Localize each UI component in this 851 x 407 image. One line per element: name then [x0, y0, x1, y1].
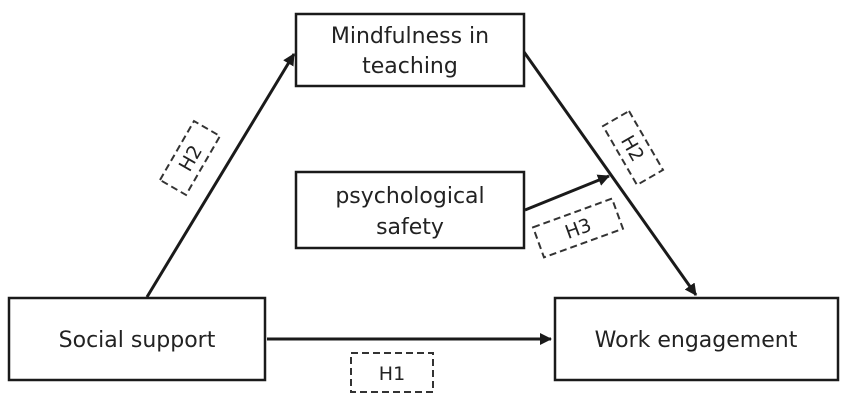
- arrow-mindfulness-to-engagement: [522, 51, 698, 296]
- work-engagement-label: Work engagement: [595, 328, 798, 353]
- social-support-label: Social support: [59, 328, 216, 353]
- mindfulness-label-line2: teaching: [362, 54, 458, 79]
- hypothesis-label-h2-right: H2: [601, 109, 665, 187]
- h1-text: H1: [379, 363, 405, 385]
- safety-label-line2: safety: [376, 215, 444, 240]
- safety-label-line1: psychological: [335, 184, 484, 209]
- arrow-social-to-mindfulness: [145, 53, 296, 298]
- arrow-safety-to-mediation-path: [524, 174, 610, 212]
- hypothesis-label-h2-left: H2: [158, 119, 222, 197]
- mindfulness-label-line1: Mindfulness in: [331, 24, 489, 49]
- hypothesis-label-h1: H1: [350, 352, 434, 393]
- hypothesis-label-h3: H3: [531, 197, 625, 259]
- node-social-support: Social support: [7, 296, 267, 382]
- node-psychological-safety: psychological safety: [294, 170, 526, 250]
- node-mindfulness-in-teaching: Mindfulness in teaching: [294, 12, 526, 88]
- node-work-engagement: Work engagement: [553, 296, 840, 382]
